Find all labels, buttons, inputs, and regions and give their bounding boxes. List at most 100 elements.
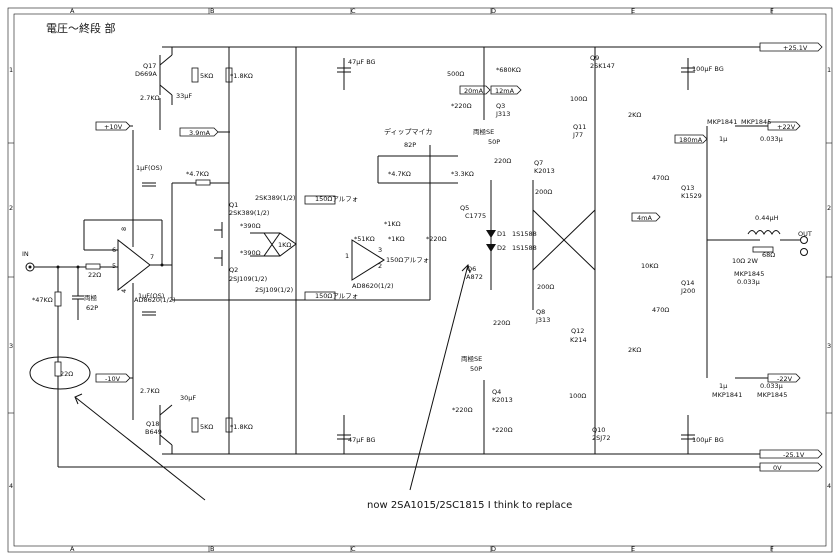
bias-network: Q5 C1775 Q6 A872 D1 1S1588 D2 1S1588 220… xyxy=(460,157,596,327)
opamp-u1: 6 5 7 8 4 AD8620(1/2) 1μF(OS) 1μF(OS) xyxy=(83,130,176,420)
r-par-label: 68Ω xyxy=(762,251,775,259)
r470b-label: 470Ω xyxy=(652,306,669,314)
c33u-bot-label: 30μF xyxy=(180,394,196,402)
opamp-u2-label: AD8620(1/2) xyxy=(352,282,394,290)
q6-type: A872 xyxy=(466,273,483,281)
q7-label: Q7 xyxy=(534,159,543,167)
c150b-label: 150Ωアルフォ xyxy=(315,292,358,300)
q1-type: 2SK389(1/2) xyxy=(229,209,269,217)
q9-q12-sources: Q9 2SK147 100Ω Q11 J77 2KΩ Q12 K214 2KΩ … xyxy=(569,47,659,454)
r27k-top-label: 2.7KΩ xyxy=(140,94,160,102)
r1k-label: 1KΩ xyxy=(278,241,291,249)
r100a-label: 100Ω xyxy=(570,95,587,103)
r220-q4b-label: *220Ω xyxy=(492,426,513,434)
c033-bot-label: 0.033μ xyxy=(760,382,783,390)
opamp-u2-pin3: 3 xyxy=(378,246,382,254)
c150c-label: 150Ωアルフォ xyxy=(386,256,429,264)
r33k-label: *3.3KΩ xyxy=(451,170,474,178)
q3-type: J313 xyxy=(495,110,510,118)
opamp-u1-cap1-label: 1μF(OS) xyxy=(136,164,162,172)
q17-type: D669A xyxy=(135,70,157,78)
opamp-u1-pin4: 4 xyxy=(120,289,128,293)
c033-top-label: 0.033μ xyxy=(760,135,783,143)
c1u-top-label: 1μ xyxy=(719,135,727,143)
grid-col-f-bottom: F xyxy=(770,545,774,553)
opamp-u2: 1 3 2 AD8620(1/2) *51KΩ *1KΩ *1KΩ 150Ωアル… xyxy=(345,127,474,290)
r18k-bot-label: *1.8KΩ xyxy=(230,423,253,431)
c50p-top-label1: 両極SE xyxy=(473,127,494,136)
q12-label: Q12 xyxy=(571,327,584,335)
r220-q3-label: *220Ω xyxy=(451,102,472,110)
cap-47u-bot: 47μF BG xyxy=(337,415,376,454)
tag-3-9ma-text: 3.9mA xyxy=(189,129,211,137)
r18k-top-label: *1.8KΩ xyxy=(230,72,253,80)
rail-neg-25v: -25.1V xyxy=(162,449,823,459)
cap-47u-bot-label: 47μF BG xyxy=(348,436,376,444)
c-zobel-label: MKP1845 xyxy=(734,270,764,278)
input-jack: IN 22Ω *47KΩ 両極 62P xyxy=(22,250,118,320)
q7-type: K2013 xyxy=(534,167,555,175)
rail-pos-22v: +22V xyxy=(735,121,801,131)
q17-regulator: Q17 D669A 5KΩ *1.8KΩ 2.7KΩ 33μF xyxy=(135,47,253,130)
q14-label: Q14 xyxy=(681,279,694,287)
c33u-top-label: 33μF xyxy=(176,92,192,100)
tag-12ma: 12mA xyxy=(490,85,522,95)
q8-type: J313 xyxy=(535,316,550,324)
r470a-label: 470Ω xyxy=(652,174,669,182)
circled-22ohm-highlight: 22Ω xyxy=(29,356,91,390)
rail-neg22-label: -22V xyxy=(777,375,793,383)
grid-col-e: E xyxy=(631,7,635,15)
output-network: 0.44μH 68Ω 10Ω 2W MKP1845 0.033μ OUT xyxy=(732,214,812,286)
cap-100u-bot-label: 100μF BG xyxy=(692,436,724,444)
rail-pos-10v: +10V xyxy=(95,121,133,131)
r680k-label: *680KΩ xyxy=(496,66,521,74)
rail-neg-22v: -22V xyxy=(735,373,801,383)
rail-zero-v: 0V xyxy=(57,300,823,472)
rail-pos10-label: +10V xyxy=(104,123,123,131)
grid-col-e-bottom: E xyxy=(631,545,635,553)
grid-col-f: F xyxy=(770,7,774,15)
r500-label: 500Ω xyxy=(447,70,464,78)
replace-note: now 2SA1015/2SC1815 I think to replace xyxy=(367,500,572,511)
grid-labels-bottom: A B C D E F xyxy=(70,545,774,553)
r1k-a-label: *1KΩ xyxy=(384,220,401,228)
d1-label: D1 xyxy=(497,230,506,238)
grid-row-1-right: 1 xyxy=(827,66,831,74)
q1b-type: 2SK389(1/2) xyxy=(255,194,295,202)
d1-type: 1S1588 xyxy=(512,230,537,238)
frame-outer xyxy=(7,7,833,553)
input-label: IN xyxy=(22,250,29,258)
opamp-u1-cap2-label: 1μF(OS) xyxy=(138,292,164,300)
mkp1841-top-label: MKP1841 xyxy=(707,118,737,126)
r-zobel-label: 10Ω 2W xyxy=(732,257,758,265)
rail-pos-25v: +25.1V xyxy=(162,42,823,52)
r390a-label: *390Ω xyxy=(240,222,261,230)
frame-inner xyxy=(13,13,827,547)
input-r-bias-label: *47KΩ xyxy=(32,296,53,304)
grid-row-1: 1 xyxy=(9,66,13,74)
tag-180ma: 180mA xyxy=(674,134,708,144)
grid-col-d: D xyxy=(491,7,496,15)
cap-47u-top: 47μF BG xyxy=(337,58,376,90)
q2-label: Q2 xyxy=(229,266,238,274)
grid-labels-top: A B C D E F xyxy=(70,7,774,15)
tag-4ma: 4mA xyxy=(631,212,661,222)
r5k-top-label: 5KΩ xyxy=(200,72,213,80)
opamp-u2-pin2: 2 xyxy=(378,262,382,270)
dip-mica-label: ディップマイカ xyxy=(384,127,433,136)
opamp-u1-pin8: 8 xyxy=(120,227,128,231)
circled-22ohm-text: 22Ω xyxy=(60,370,73,378)
q3-driver: Q3 J313 500Ω *680KΩ *220Ω 両極SE 50P xyxy=(447,47,521,146)
r2k-a-label: 2KΩ xyxy=(628,111,641,119)
q13-type: K1529 xyxy=(681,192,702,200)
q3-label: Q3 xyxy=(496,102,505,110)
c82p-label: 82P xyxy=(404,141,416,149)
rail-pos22-label: +22V xyxy=(777,123,796,131)
tag-20ma: 20mA xyxy=(459,85,491,95)
q10-type: 2SJ72 xyxy=(592,434,610,442)
q8-label: Q8 xyxy=(536,308,545,316)
cap-47u-top-label: 47μF BG xyxy=(348,58,376,66)
cap-100u-top-label: 100μF BG xyxy=(692,65,724,73)
grid-row-3-right: 3 xyxy=(827,342,831,350)
output-stage: 470Ω Q13 K1529 Q14 J200 470Ω MKP1841 MKP… xyxy=(652,118,787,399)
